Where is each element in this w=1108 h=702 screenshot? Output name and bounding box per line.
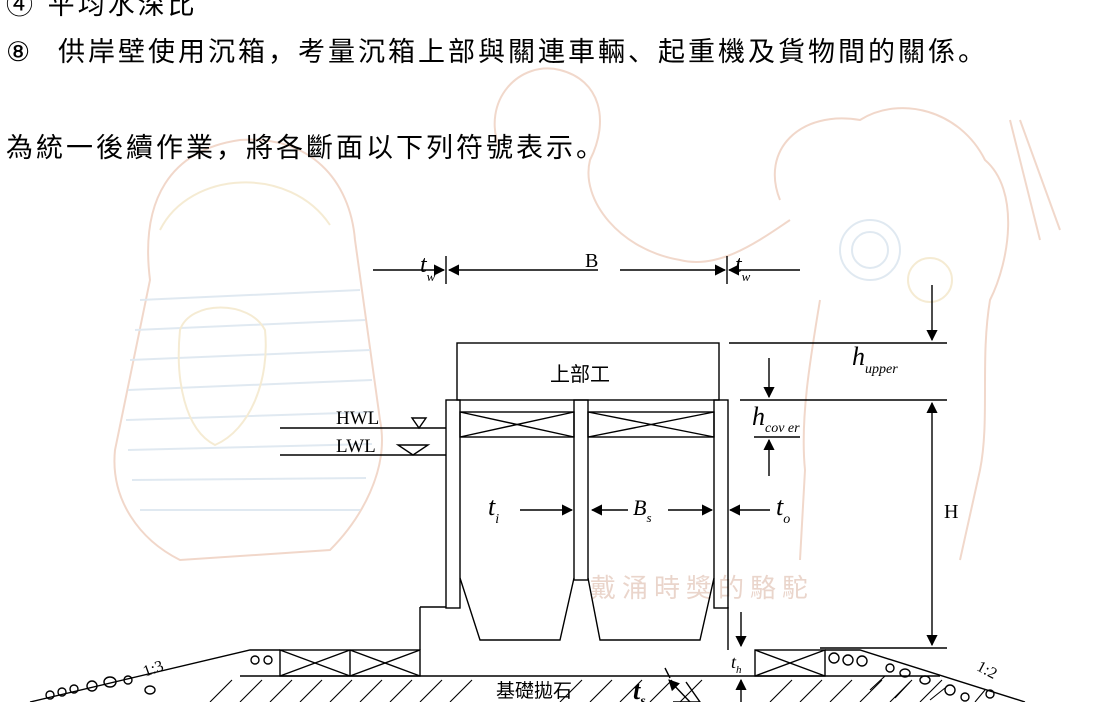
B-s-label: Bs	[633, 495, 652, 525]
t-o-label: to	[776, 492, 790, 527]
t-h-label: th	[731, 652, 742, 676]
t-i-label: ti	[488, 492, 499, 527]
hwl-label: HWL	[336, 408, 379, 429]
dim-tw-left-label: tw	[420, 252, 436, 284]
H-dimension	[820, 401, 947, 649]
upper-structure-label: 上部工	[550, 362, 610, 386]
dim-tw-right-label: tw	[735, 252, 751, 284]
item-8-number: ⑧	[6, 37, 34, 68]
h-upper-dimension	[729, 285, 947, 344]
rubble-mound	[29, 649, 1026, 702]
slope-right-label: 1:2	[974, 658, 1000, 683]
top-dimension-lines	[373, 256, 800, 284]
h-upper-label: hupper	[852, 342, 898, 377]
lwl-label: LWL	[336, 436, 376, 457]
foundation-label: 基礎拋石	[496, 680, 572, 702]
dim-B-label: B	[585, 250, 598, 272]
caisson-body	[279, 399, 826, 677]
t-s-label: ts	[633, 676, 646, 702]
item-8-paragraph: ⑧ 供岸壁使用沉箱，考量沉箱上部與關連車輛、起重機及貨物間的關係。	[6, 30, 988, 69]
partial-heading-line: ④ 平均水深比	[6, 0, 198, 21]
h-cover-dimension	[740, 358, 947, 476]
intro-paragraph: 為統一後續作業，將各斷面以下列符號表示。	[6, 133, 606, 164]
h-cover-label: hcov er	[752, 402, 800, 436]
item-8-text: 供岸壁使用沉箱，考量沉箱上部與關連車輛、起重機及貨物間的關係。	[58, 37, 988, 68]
H-label: H	[944, 501, 958, 523]
water-levels	[280, 417, 446, 456]
t-s-leader	[664, 667, 701, 702]
slope-left-label: 1:3	[141, 657, 166, 680]
